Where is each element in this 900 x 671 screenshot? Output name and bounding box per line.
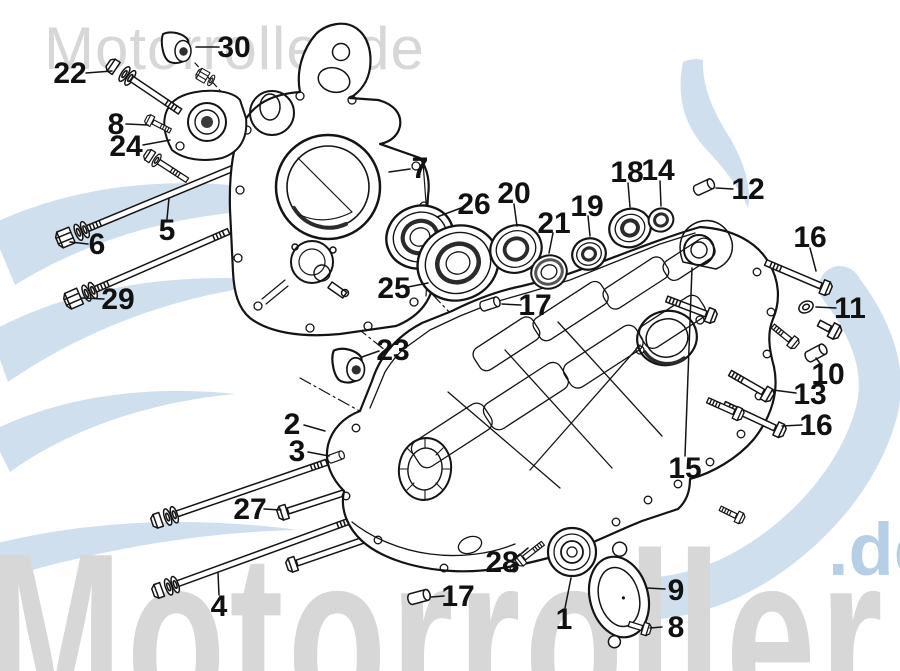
case-bolt-d bbox=[718, 505, 747, 526]
callout-16-upper: 16 bbox=[793, 221, 826, 254]
case-bolt-a bbox=[664, 295, 720, 326]
left-crankcase bbox=[228, 22, 437, 337]
callout-3: 3 bbox=[289, 435, 306, 468]
callout-15: 15 bbox=[668, 452, 701, 485]
callout-8-lower: 8 bbox=[668, 611, 685, 644]
roller-30 bbox=[160, 31, 192, 64]
callout-17-upper: 17 bbox=[518, 289, 551, 322]
bolt-8-upper bbox=[142, 113, 172, 134]
callout-29: 29 bbox=[101, 283, 134, 316]
callout-1: 1 bbox=[556, 603, 573, 636]
callout-7: 7 bbox=[412, 152, 429, 185]
seal-21 bbox=[530, 254, 568, 290]
callout-17-lower: 17 bbox=[441, 580, 474, 613]
callout-2: 2 bbox=[284, 408, 301, 441]
oil-pump bbox=[261, 240, 350, 305]
bolt-16-upper bbox=[763, 259, 835, 298]
case-bolt-c bbox=[770, 323, 802, 352]
bracket-24 bbox=[163, 66, 248, 161]
callout-20: 20 bbox=[497, 177, 530, 210]
callout-labels: 30 22 8 24 7 26 20 21 19 18 14 12 16 11 … bbox=[53, 31, 866, 644]
callout-27: 27 bbox=[233, 493, 266, 526]
bearing-25 bbox=[416, 224, 500, 302]
callout-18: 18 bbox=[610, 156, 643, 189]
cover-plate-9 bbox=[587, 541, 651, 649]
callout-16-lower: 16 bbox=[799, 409, 832, 442]
bolt-22 bbox=[103, 56, 183, 115]
callout-13: 13 bbox=[793, 378, 826, 411]
callout-10: 10 bbox=[811, 358, 844, 391]
bolt-28 bbox=[513, 540, 545, 569]
washer-11 bbox=[798, 300, 814, 314]
callout-30: 30 bbox=[217, 31, 250, 64]
callout-19: 19 bbox=[570, 190, 603, 223]
callout-9: 9 bbox=[668, 574, 685, 607]
callout-5: 5 bbox=[159, 214, 176, 247]
callout-11: 11 bbox=[834, 292, 866, 325]
watermark-logo-suffix: .de bbox=[828, 508, 900, 591]
callout-12: 12 bbox=[731, 173, 764, 206]
callout-28: 28 bbox=[485, 546, 518, 579]
callout-6: 6 bbox=[89, 228, 106, 261]
callout-14: 14 bbox=[641, 154, 675, 187]
callout-8-upper: 8 bbox=[108, 108, 125, 141]
bolt-8-lower bbox=[627, 620, 653, 638]
callout-26: 26 bbox=[457, 188, 490, 221]
plug-bolt-11 bbox=[816, 319, 845, 342]
roller-23 bbox=[331, 347, 366, 384]
oil-seal-1 bbox=[546, 526, 598, 578]
bushing-12 bbox=[691, 177, 717, 197]
stud-29 bbox=[61, 227, 231, 311]
callout-23: 23 bbox=[376, 334, 409, 367]
watermark-layer: Motorroller.de Motorroller .de bbox=[0, 15, 900, 671]
callout-21: 21 bbox=[537, 207, 570, 240]
bolt-24 bbox=[141, 147, 190, 183]
bearing-19 bbox=[571, 237, 607, 271]
case-bolt-b bbox=[705, 397, 746, 423]
bolt-13 bbox=[727, 369, 777, 405]
bushing-14 bbox=[647, 207, 675, 233]
right-crankcase bbox=[325, 220, 779, 573]
logo-bird-right-icon bbox=[631, 58, 900, 619]
callout-4: 4 bbox=[211, 590, 228, 623]
callout-24: 24 bbox=[109, 130, 143, 163]
bearing-20 bbox=[489, 224, 543, 274]
callout-25: 25 bbox=[377, 272, 410, 305]
callout-22: 22 bbox=[53, 57, 86, 90]
leader-lines bbox=[69, 46, 837, 629]
